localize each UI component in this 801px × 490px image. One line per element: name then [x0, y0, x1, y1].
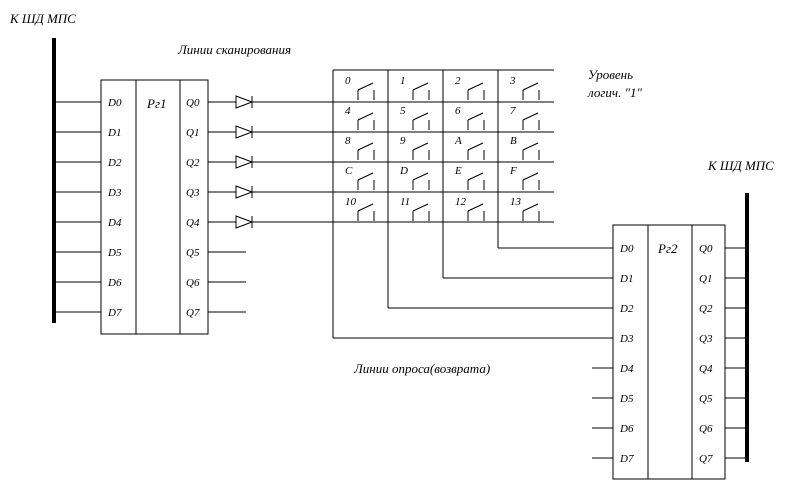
right-bus-taps	[725, 247, 747, 459]
key-switch-lever-1-3	[522, 112, 539, 121]
register-left-input-d4: D4	[107, 217, 122, 229]
key-switch-lever-1-0	[357, 112, 374, 121]
register-left-input-d2: D2	[107, 157, 122, 169]
key-switch-lever-4-1	[412, 203, 429, 212]
register-left-input-d7: D7	[107, 307, 122, 319]
register-right-output-q0: Q0	[699, 243, 713, 255]
register-right-output-q4: Q4	[699, 363, 713, 375]
key-label-0-2: 2	[455, 75, 461, 87]
register-left-body	[100, 79, 209, 335]
diode-triangle-q3	[235, 185, 254, 199]
key-switch-lever-0-2	[467, 82, 484, 91]
diode-triangle-q1	[235, 125, 254, 139]
register-left-input-d0: D0	[107, 97, 122, 109]
diode-triangle-q2	[235, 155, 254, 169]
key-switch-lever-4-3	[522, 203, 539, 212]
logic-level-label-line1: Уровень	[588, 67, 633, 82]
register-left-output-q7: Q7	[186, 307, 200, 319]
key-label-2-2: A	[454, 135, 462, 147]
register-left-name: Рг1	[146, 96, 167, 111]
key-label-3-3: F	[509, 165, 517, 177]
key-switch-lever-2-3	[522, 142, 539, 151]
register-left-output-q0: Q0	[186, 97, 200, 109]
register-right-output-q7: Q7	[699, 453, 713, 465]
key-switch-lever-0-3	[522, 82, 539, 91]
register-right-input-d1: D1	[619, 273, 633, 285]
key-switch-lever-4-0	[357, 203, 374, 212]
register-left-input-d5: D5	[107, 247, 122, 259]
register-left-output-q4: Q4	[186, 217, 200, 229]
return-lines	[332, 222, 613, 339]
register-right-output-q6: Q6	[699, 423, 713, 435]
register-left-input-d6: D6	[107, 277, 122, 289]
register-left-output-q3: Q3	[186, 187, 200, 199]
key-label-0-3: 3	[509, 75, 516, 87]
key-label-4-3: 13	[510, 196, 522, 208]
key-switch-lever-4-2	[467, 203, 484, 212]
key-label-4-2: 12	[455, 196, 467, 208]
register-left-input-d3: D3	[107, 187, 122, 199]
key-label-4-0: 10	[345, 196, 357, 208]
key-label-2-3: B	[510, 135, 517, 147]
right-bus-label: К ШД МПС	[707, 158, 774, 173]
register-right-body	[612, 224, 726, 480]
diodes	[208, 69, 554, 229]
logic-level-label-line2: логич. "1"	[587, 85, 643, 100]
key-label-0-0: 0	[345, 75, 351, 87]
key-label-3-0: C	[345, 165, 353, 177]
key-label-4-1: 11	[400, 196, 410, 208]
key-switch-lever-0-1	[412, 82, 429, 91]
register-right-output-q5: Q5	[699, 393, 713, 405]
register-right-input-d2: D2	[619, 303, 634, 315]
register-right-input-d3: D3	[619, 333, 634, 345]
register-right-output-q2: Q2	[699, 303, 713, 315]
key-switch-lever-2-1	[412, 142, 429, 151]
register-right-input-d5: D5	[619, 393, 634, 405]
key-label-1-2: 6	[455, 105, 461, 117]
register-right-input-d0: D0	[619, 243, 634, 255]
key-switch-lever-2-0	[357, 142, 374, 151]
return-lines-label: Линии опроса(возврата)	[353, 361, 490, 376]
register-left-output-q6: Q6	[186, 277, 200, 289]
key-switch-lever-3-2	[467, 172, 484, 181]
key-label-0-1: 1	[400, 75, 406, 87]
key-label-1-3: 7	[510, 105, 516, 117]
key-label-3-2: E	[454, 165, 462, 177]
register-right-input-d4: D4	[619, 363, 634, 375]
register-left-input-d1: D1	[107, 127, 121, 139]
register-left-output-q2: Q2	[186, 157, 200, 169]
register-right-input-d7: D7	[619, 453, 634, 465]
key-label-2-0: 8	[345, 135, 351, 147]
key-switch-lever-1-2	[467, 112, 484, 121]
key-label-3-1: D	[399, 165, 408, 177]
diode-triangle-q0	[235, 95, 254, 109]
register-right-output-q1: Q1	[699, 273, 712, 285]
key-label-2-1: 9	[400, 135, 406, 147]
left-bus-label: К ШД МПС	[9, 11, 76, 26]
key-switch-lever-3-1	[412, 172, 429, 181]
register-left-output-q1: Q1	[186, 127, 199, 139]
register-right-output-q3: Q3	[699, 333, 713, 345]
register-left-output-q5: Q5	[186, 247, 200, 259]
key-switch-lever-3-3	[522, 172, 539, 181]
key-switch-lever-2-2	[467, 142, 484, 151]
register-right-input-d6: D6	[619, 423, 634, 435]
diode-triangle-q4	[235, 215, 254, 229]
key-label-1-0: 4	[345, 105, 351, 117]
key-switch-lever-0-0	[357, 82, 374, 91]
key-switch-lever-1-1	[412, 112, 429, 121]
scan-lines-label: Линии сканирования	[177, 42, 291, 57]
key-label-1-1: 5	[400, 105, 406, 117]
register-right-name: Рг2	[657, 241, 678, 256]
key-switch-lever-3-0	[357, 172, 374, 181]
left-bus-taps	[54, 101, 101, 313]
